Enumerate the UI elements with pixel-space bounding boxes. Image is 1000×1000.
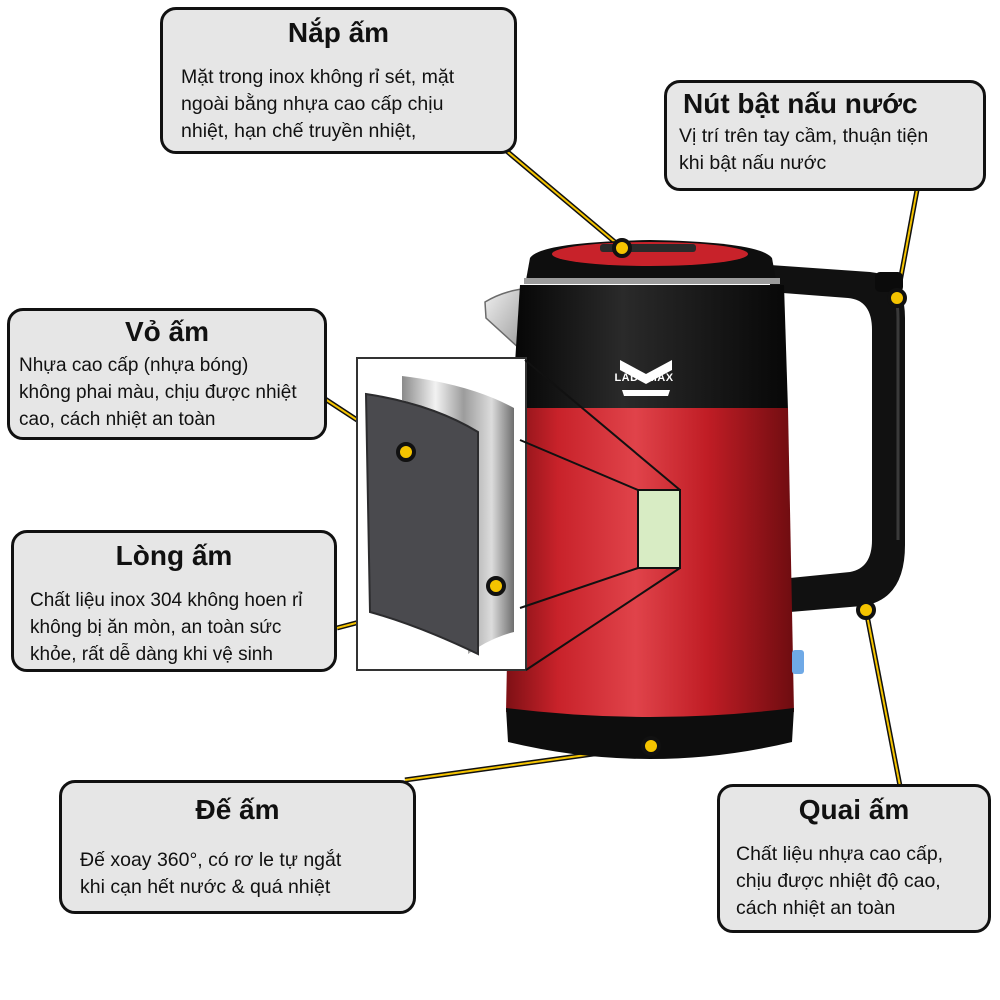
zoom-lines (519, 359, 681, 671)
inner-steel-layer (402, 376, 514, 654)
marker-shell (396, 442, 416, 462)
callout-title: Quai ấm (798, 794, 910, 825)
marker-base (641, 736, 661, 756)
brand-logo (620, 360, 672, 396)
callout-description: Chất liệu inox 304 không hoen rỉ không b… (30, 590, 303, 665)
callout-title: Vỏ ấm (124, 316, 210, 347)
callout-shell: Vỏ ấm Nhựa cao cấp (nhựa bóng) không pha… (7, 308, 327, 440)
marker-lid (612, 238, 632, 258)
callout-title: Lòng ấm (115, 540, 233, 571)
brand-name: LADOMAX (614, 372, 674, 384)
callout-title: Đế ấm (195, 794, 280, 825)
callout-inner: Lòng ấm Chất liệu inox 304 không hoen rỉ… (11, 530, 337, 672)
callout-title: Nút bật nấu nước (683, 88, 918, 119)
callout-lid: Nắp ấm Mặt trong inox không rỉ sét, mặt … (160, 7, 517, 154)
callout-description: Chất liệu nhựa cao cấp, chịu được nhiệt … (736, 843, 944, 919)
callout-base: Đế ấm Đế xoay 360°, có rơ le tự ngắt khi… (59, 780, 416, 914)
marker-handle (856, 600, 876, 620)
callout-markers (396, 238, 907, 756)
callout-description: Mặt trong inox không rỉ sét, mặt ngoài b… (181, 66, 455, 142)
callout-description: Vị trí trên tay cầm, thuận tiện khi bật … (679, 125, 929, 174)
kettle-lid (524, 240, 780, 284)
kettle-upper-body (512, 285, 788, 410)
outer-shell-layer (364, 392, 479, 656)
zoom-highlight (637, 489, 681, 569)
marker-switch (887, 288, 907, 308)
callout-switch: Nút bật nấu nước Vị trí trên tay cầm, th… (664, 80, 986, 191)
callout-description: Đế xoay 360°, có rơ le tự ngắt khi cạn h… (80, 849, 342, 898)
callout-description: Nhựa cao cấp (nhựa bóng) không phai màu,… (19, 355, 297, 430)
callout-title: Nắp ấm (287, 17, 390, 48)
kettle-base (506, 708, 794, 759)
callout-handle: Quai ấm Chất liệu nhựa cao cấp, chịu đượ… (717, 784, 991, 933)
marker-inner (486, 576, 506, 596)
